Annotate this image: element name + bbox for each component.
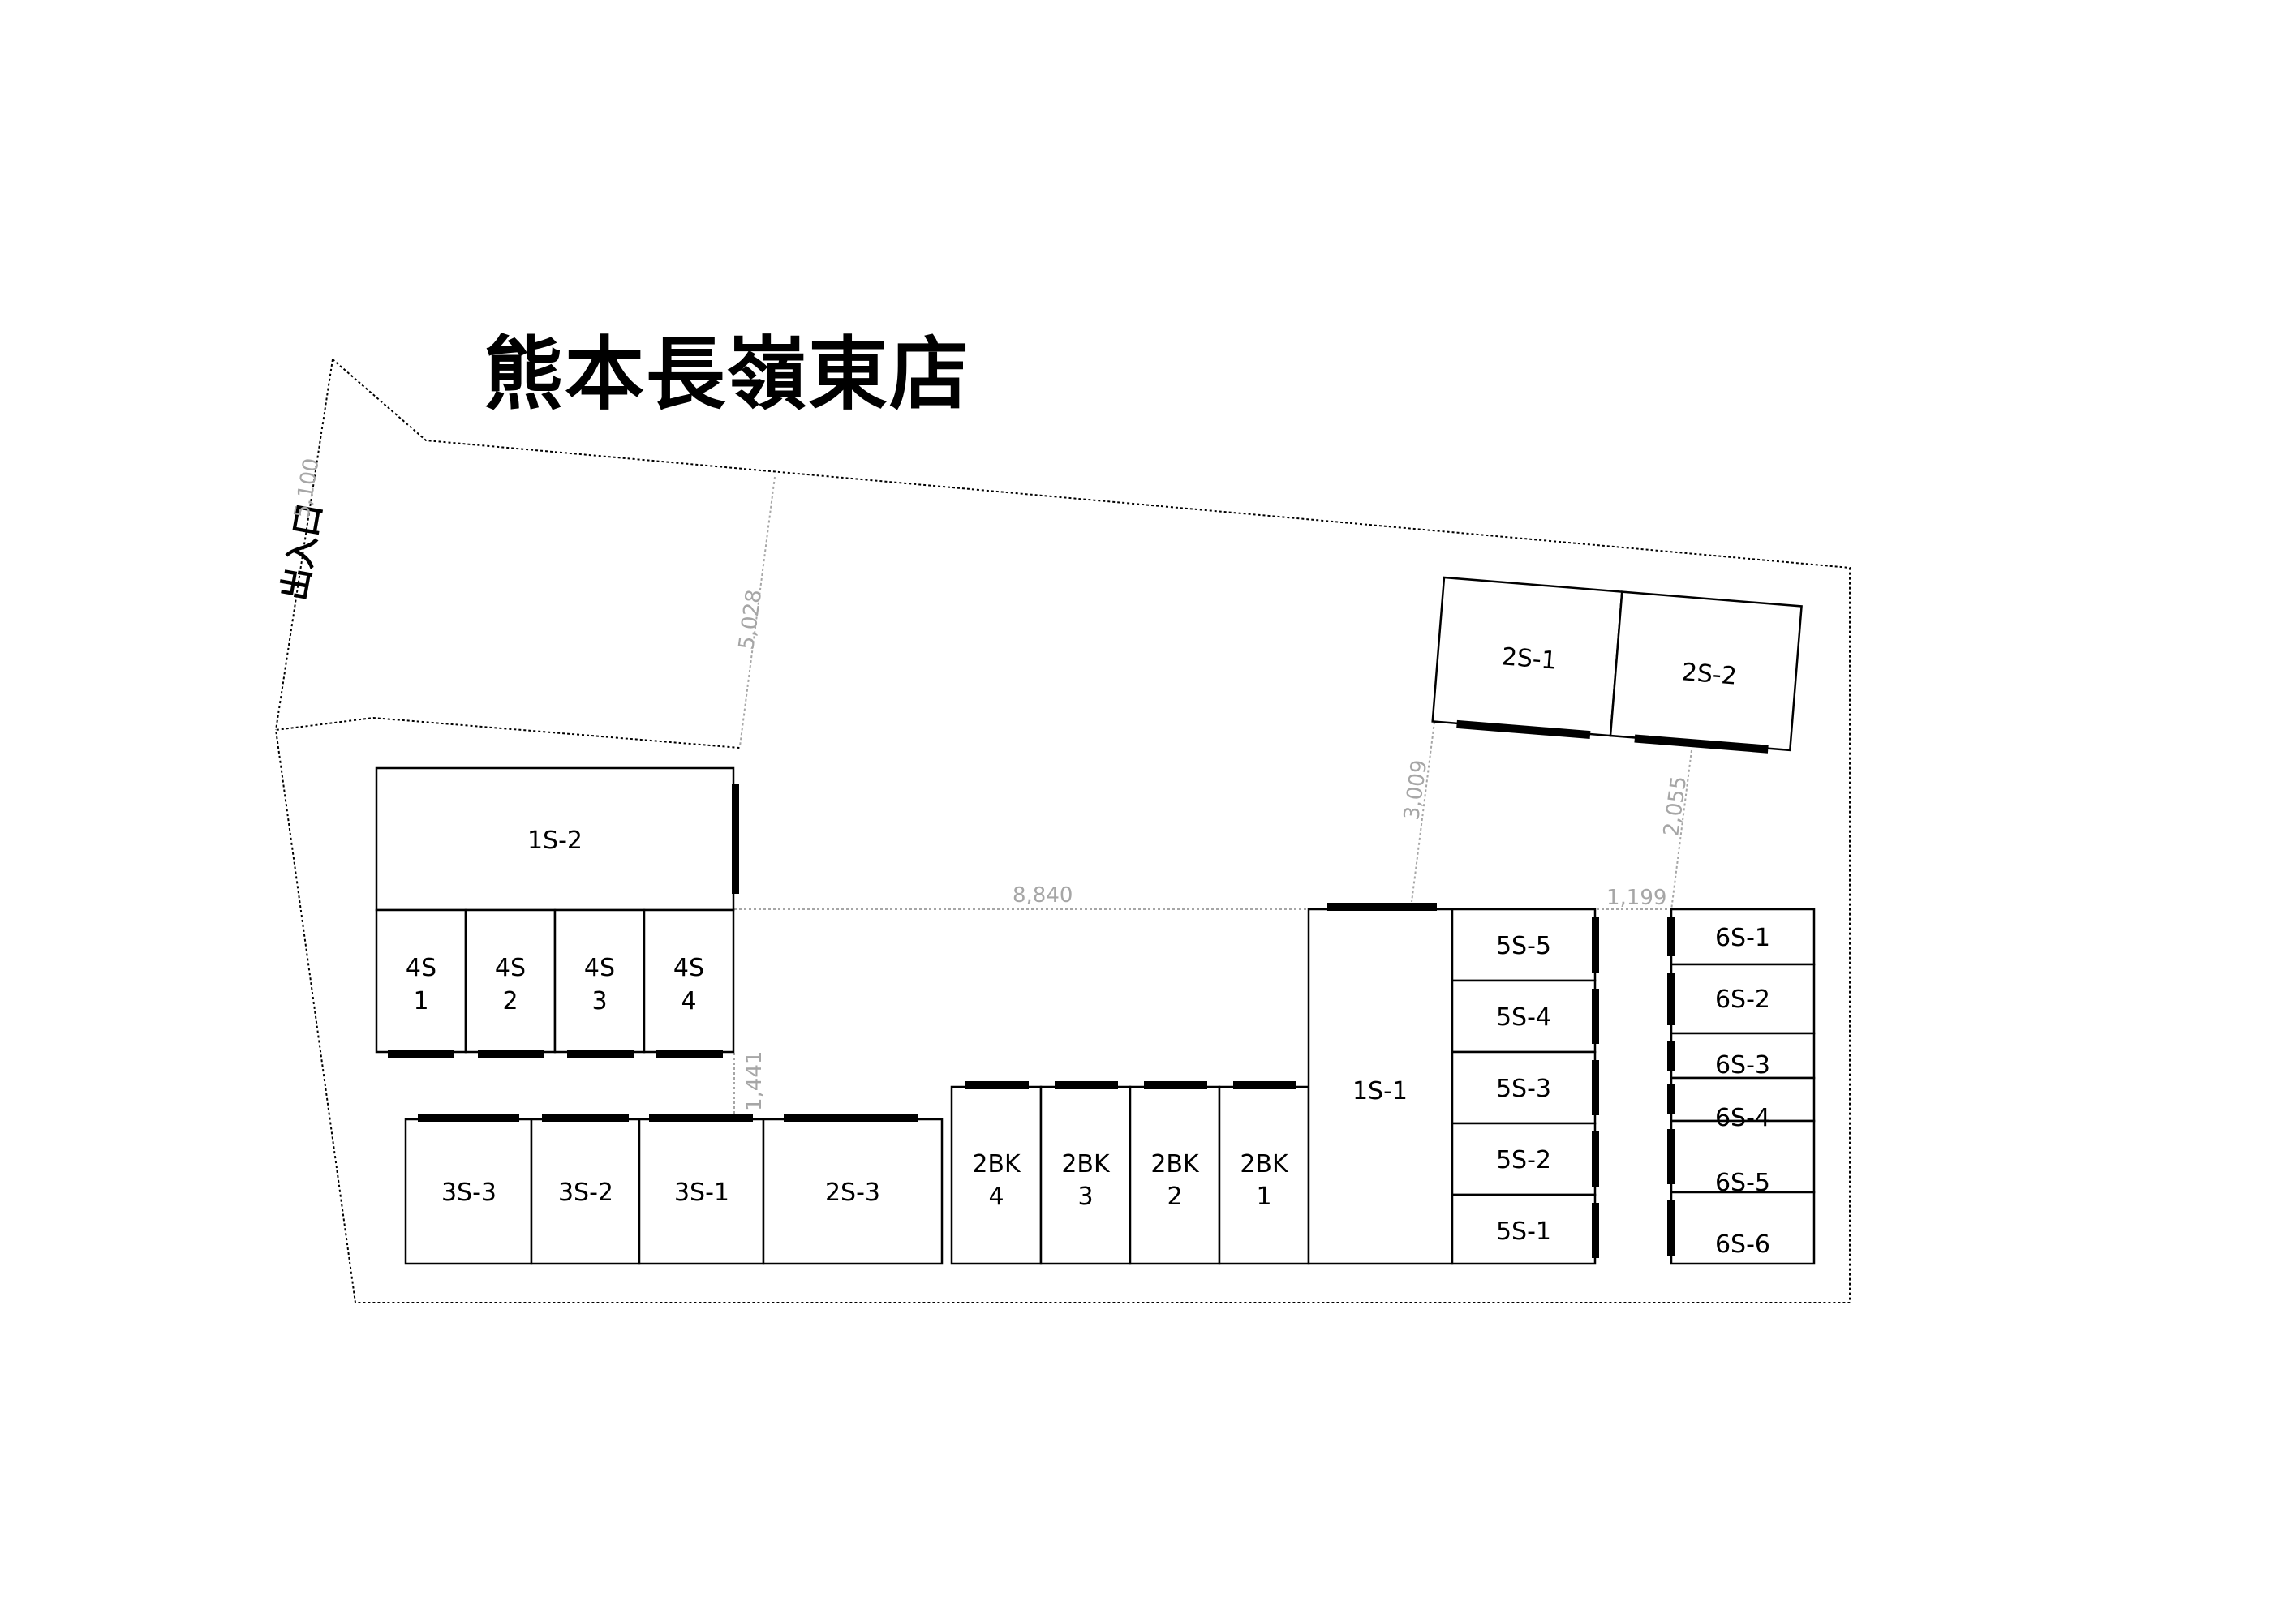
door-2bk-2	[1144, 1081, 1207, 1089]
door-6s-2	[1667, 973, 1675, 1025]
site-title: 熊本長嶺東店	[484, 328, 971, 421]
door-6s-5	[1667, 1129, 1675, 1184]
door-5s-4	[1592, 989, 1599, 1044]
label-4s-2-a: 4S	[495, 954, 526, 982]
label-1s-2: 1S-2	[527, 827, 583, 855]
door-1s-2	[732, 784, 739, 894]
label-4s-3-a: 4S	[584, 954, 615, 982]
label-5s-4: 5S-4	[1496, 1003, 1551, 1032]
label-2s-2: 2S-2	[1680, 658, 1738, 690]
dim-8840: 8,840	[1013, 883, 1073, 908]
unit-1s-1[interactable]	[1307, 908, 1454, 1265]
door-5s-2	[1592, 1131, 1599, 1187]
door-3s-2	[542, 1114, 629, 1122]
label-1s-1: 1S-1	[1352, 1077, 1408, 1106]
label-2bk-4-b: 4	[988, 1183, 1004, 1211]
door-6s-3	[1667, 1041, 1675, 1071]
unit-2bk-2[interactable]	[1129, 1085, 1221, 1265]
unit-2s-3[interactable]	[762, 1118, 944, 1265]
label-5s-1: 5S-1	[1496, 1217, 1551, 1246]
door-2s-3	[784, 1114, 918, 1122]
label-2bk-4-a: 2BK	[972, 1150, 1021, 1179]
door-6s-1	[1667, 917, 1675, 956]
door-2bk-3	[1055, 1081, 1118, 1089]
unit-2bk-1[interactable]	[1218, 1085, 1310, 1265]
door-6s-6	[1667, 1200, 1675, 1256]
label-4s-1-a: 4S	[406, 954, 436, 982]
dim-line-3009	[1411, 721, 1435, 903]
door-1s-1	[1327, 903, 1437, 911]
label-5s-3: 5S-3	[1496, 1075, 1551, 1103]
unit-3s-3[interactable]	[404, 1118, 533, 1265]
label-2bk-2-b: 2	[1167, 1183, 1182, 1211]
door-2s-2	[1634, 734, 1769, 754]
label-2bk-1-b: 1	[1256, 1183, 1271, 1211]
boundary-entrance	[275, 359, 333, 731]
dim-2055: 2,055	[1659, 775, 1692, 838]
boundary-lot-upper	[274, 359, 1851, 1303]
door-2bk-4	[965, 1081, 1029, 1089]
unit-5s-5[interactable]	[1451, 908, 1597, 982]
label-2bk-3-b: 3	[1077, 1183, 1093, 1211]
unit-6s-6[interactable]	[1670, 1191, 1816, 1265]
dim-1441: 1,441	[742, 1051, 767, 1111]
unit-5s-3[interactable]	[1451, 1050, 1597, 1125]
unit-5s-4[interactable]	[1451, 979, 1597, 1054]
door-2bk-1	[1233, 1081, 1296, 1089]
dim-1199: 1,199	[1606, 886, 1666, 910]
label-2bk-2-a: 2BK	[1150, 1150, 1200, 1179]
label-6s-1: 6S-1	[1715, 924, 1770, 952]
label-4s-4-a: 4S	[673, 954, 704, 982]
unit-2bk-4[interactable]	[950, 1085, 1043, 1265]
door-3s-3	[418, 1114, 519, 1122]
label-3s-2: 3S-2	[558, 1179, 613, 1207]
unit-4s-2[interactable]	[464, 908, 557, 1054]
door-4s-1	[388, 1050, 454, 1058]
label-4s-1-b: 1	[413, 987, 428, 1015]
label-6s-5: 6S-5	[1715, 1169, 1770, 1197]
unit-2bk-3[interactable]	[1039, 1085, 1132, 1265]
label-3s-1: 3S-1	[674, 1179, 729, 1207]
label-5s-2: 5S-2	[1496, 1146, 1551, 1174]
label-2s-1: 2S-1	[1500, 642, 1558, 675]
label-4s-3-b: 3	[591, 987, 607, 1015]
label-5s-5: 5S-5	[1496, 932, 1551, 960]
label-3s-3: 3S-3	[441, 1179, 497, 1207]
unit-6s-3[interactable]	[1670, 1032, 1816, 1080]
label-4s-2-b: 2	[502, 987, 518, 1015]
door-4s-3	[567, 1050, 634, 1058]
unit-6s-4[interactable]	[1670, 1076, 1816, 1123]
door-4s-2	[478, 1050, 544, 1058]
dim-5028: 5,028	[734, 588, 767, 651]
dim-5100: 5,100	[290, 457, 324, 521]
label-6s-3: 6S-3	[1715, 1051, 1770, 1080]
door-6s-4	[1667, 1084, 1675, 1114]
unit-5s-2[interactable]	[1451, 1122, 1597, 1196]
label-6s-2: 6S-2	[1715, 985, 1770, 1014]
label-2bk-3-a: 2BK	[1061, 1150, 1111, 1179]
dim-3009: 3,009	[1400, 758, 1432, 822]
door-4s-4	[656, 1050, 723, 1058]
door-2s-1	[1456, 719, 1591, 740]
dim-line-5028	[739, 476, 776, 747]
door-5s-1	[1592, 1203, 1599, 1258]
door-5s-5	[1592, 917, 1599, 973]
label-6s-4: 6S-4	[1715, 1104, 1770, 1132]
label-2s-3: 2S-3	[825, 1179, 880, 1207]
label-4s-4-b: 4	[681, 987, 696, 1015]
label-6s-6: 6S-6	[1715, 1230, 1770, 1259]
unit-4s-1[interactable]	[375, 908, 467, 1054]
label-2bk-1-a: 2BK	[1240, 1150, 1289, 1179]
door-5s-3	[1592, 1060, 1599, 1115]
unit-5s-1[interactable]	[1451, 1193, 1597, 1265]
unit-6s-2[interactable]	[1670, 963, 1816, 1035]
unit-4s-4[interactable]	[643, 908, 735, 1054]
door-3s-1	[649, 1114, 753, 1122]
